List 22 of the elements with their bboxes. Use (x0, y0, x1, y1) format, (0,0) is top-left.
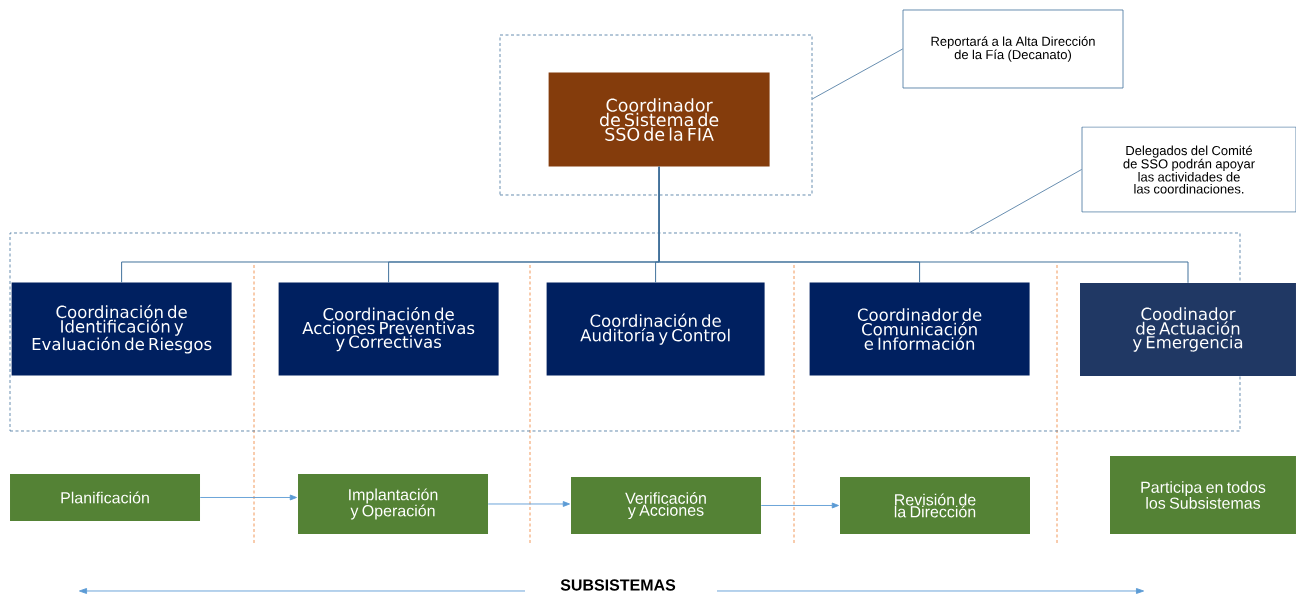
section-label: SUBSISTEMAS (560, 579, 676, 591)
coordinator-box: Coordinador de Sistema de SSO de la FIA (548, 72, 770, 167)
leader-line (969, 169, 1082, 233)
leader-line (812, 48, 903, 100)
process-box: Verificación y Acciones (571, 477, 761, 534)
connector-line (658, 166, 1189, 284)
callout-box: Reportará a la Alta Dirección de la Fía (Decanato) (902, 9, 1124, 89)
coordination-box: Coordinador de Comunicación e Información (809, 282, 1030, 376)
process-box: Planificación (10, 474, 200, 521)
arrow (487, 501, 570, 507)
arrow (199, 494, 297, 501)
process-box: Implantación y Operación (298, 474, 488, 534)
callout-box: Delegados del Comité de SSO podrán apoyar las actividades de las coordinaciones. (1081, 126, 1296, 213)
coordination-box: Coodinador de Actuación y Emergencia (1080, 283, 1296, 376)
dashed-frame (9, 232, 1241, 432)
process-box: Participa en todos los Subsistemas (1110, 456, 1296, 534)
dashed-frame (499, 34, 813, 196)
process-box: Revisión de la Dirección (840, 477, 1030, 534)
coordination-box: Coordinación de Auditoría y Control (546, 282, 765, 376)
coordination-box: Coordinación de Identificación y Evaluación de Riesgos (11, 282, 232, 376)
arrow (760, 502, 839, 509)
coordination-box: Coordinación de Acciones Preventivas y Correctivas (278, 282, 499, 376)
